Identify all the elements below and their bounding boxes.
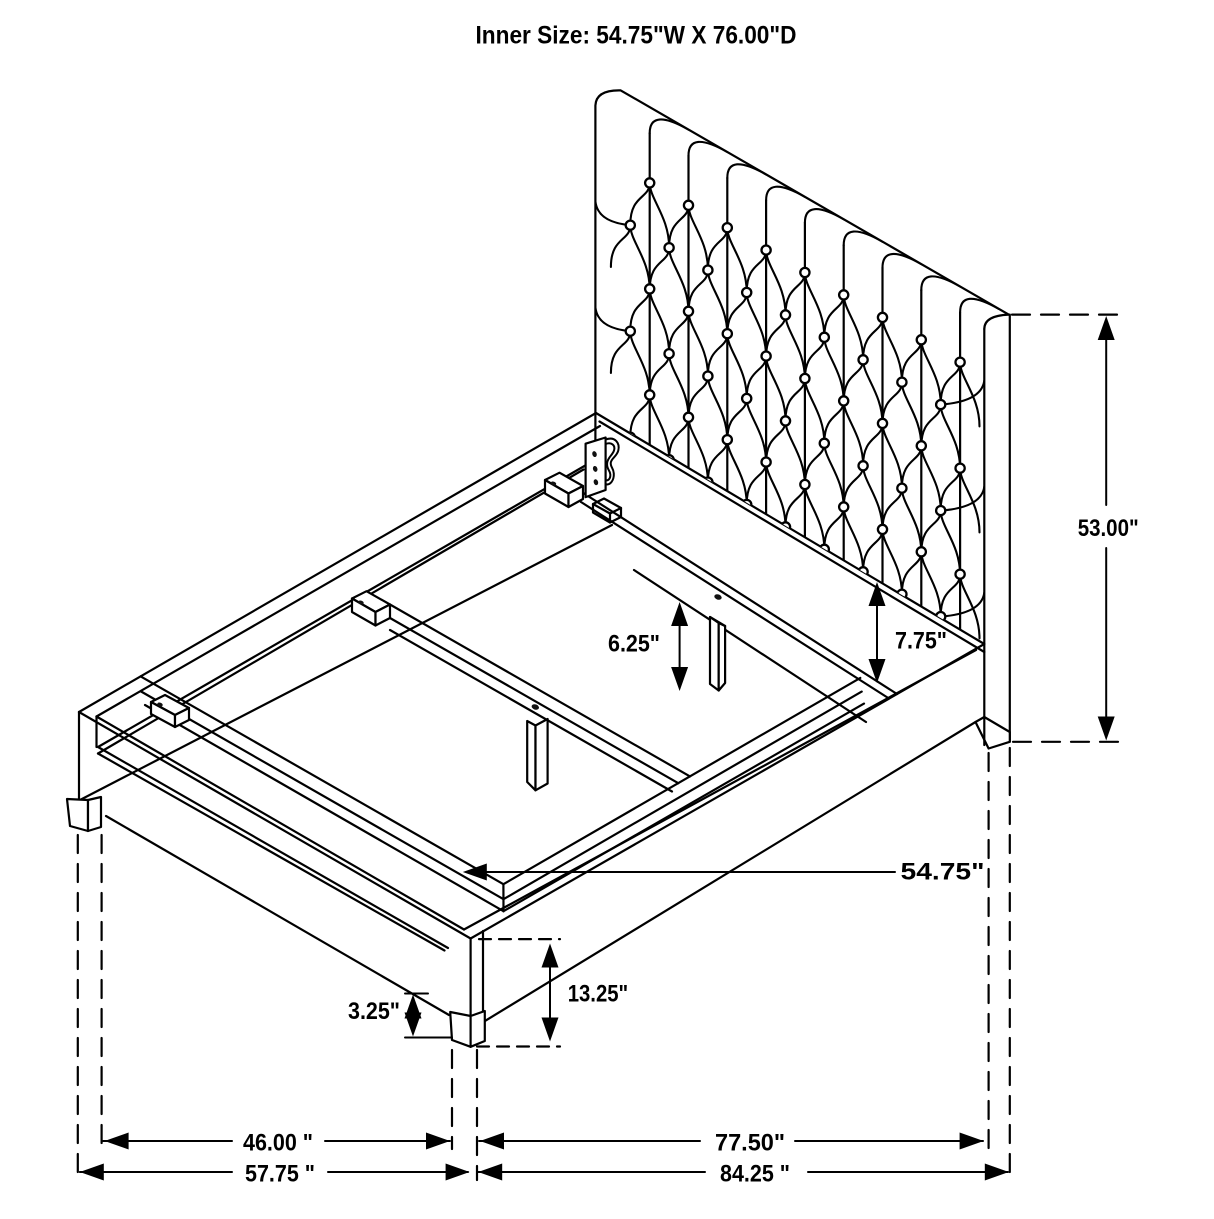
svg-text:53.00": 53.00" bbox=[1078, 515, 1139, 542]
svg-text:13.25": 13.25" bbox=[568, 981, 629, 1008]
svg-text:3.25": 3.25" bbox=[348, 998, 400, 1025]
svg-text:46.00 ": 46.00 " bbox=[243, 1130, 313, 1157]
svg-text:6.25": 6.25" bbox=[608, 631, 660, 658]
svg-text:84.25 ": 84.25 " bbox=[720, 1161, 790, 1188]
svg-text:7.75": 7.75" bbox=[895, 628, 947, 655]
svg-text:Inner Size: 54.75"W X 76.00"D: Inner Size: 54.75"W X 76.00"D bbox=[476, 22, 797, 50]
svg-text:77.50": 77.50" bbox=[715, 1130, 785, 1157]
svg-text:54.75": 54.75" bbox=[901, 859, 985, 886]
svg-text:57.75 ": 57.75 " bbox=[245, 1161, 315, 1188]
